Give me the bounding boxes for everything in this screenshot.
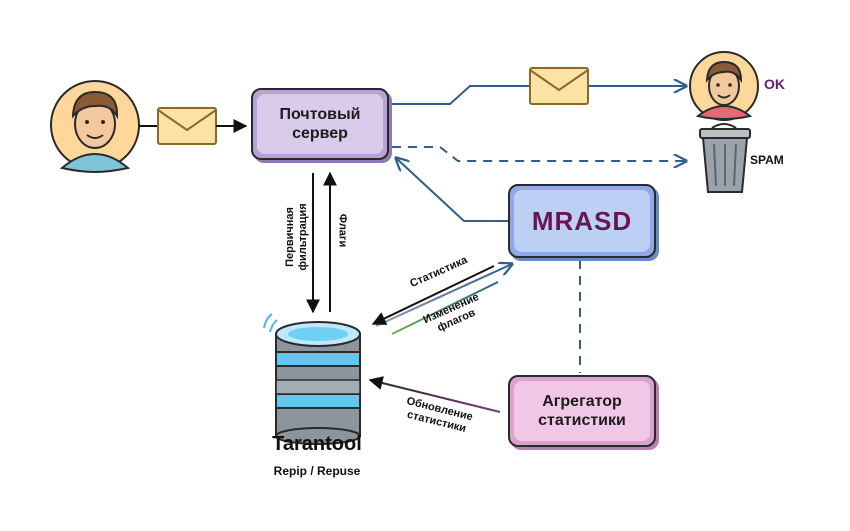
statistics-arrow xyxy=(375,264,512,327)
mrasd-label: MRASD xyxy=(531,205,633,236)
flag-change-line-color xyxy=(391,281,499,335)
tarantool-title: Tarantool xyxy=(272,433,362,455)
envelope-icon xyxy=(529,67,589,105)
flag-change-arrow xyxy=(371,265,495,325)
server-to-spam-line xyxy=(392,146,686,161)
mail-server-label: Почтовый сервер xyxy=(279,106,361,142)
sender-avatar xyxy=(50,80,140,174)
spam-label: SPAM xyxy=(750,153,784,167)
recipient-avatar xyxy=(689,51,759,121)
tarantool-subtitle: Repip / Repuse xyxy=(273,464,361,478)
aggregator-label: Агрегатор статистики xyxy=(538,393,626,429)
mrasd-node: MRASD xyxy=(508,184,656,258)
stats-update-arrow xyxy=(368,376,501,413)
mrasd-to-server-arrow xyxy=(396,158,508,222)
server-to-ok-line xyxy=(392,85,530,105)
primary-filter-label: Первичная фильтрация xyxy=(284,203,309,271)
mail-server-node: Почтовый сервер xyxy=(251,88,389,160)
flags-label: Флаги xyxy=(336,213,349,248)
envelope-icon xyxy=(157,107,217,145)
database-icon xyxy=(263,313,361,445)
trash-can-icon xyxy=(699,123,751,193)
aggregator-node: Агрегатор статистики xyxy=(508,375,656,447)
ok-label: OK xyxy=(764,76,785,92)
